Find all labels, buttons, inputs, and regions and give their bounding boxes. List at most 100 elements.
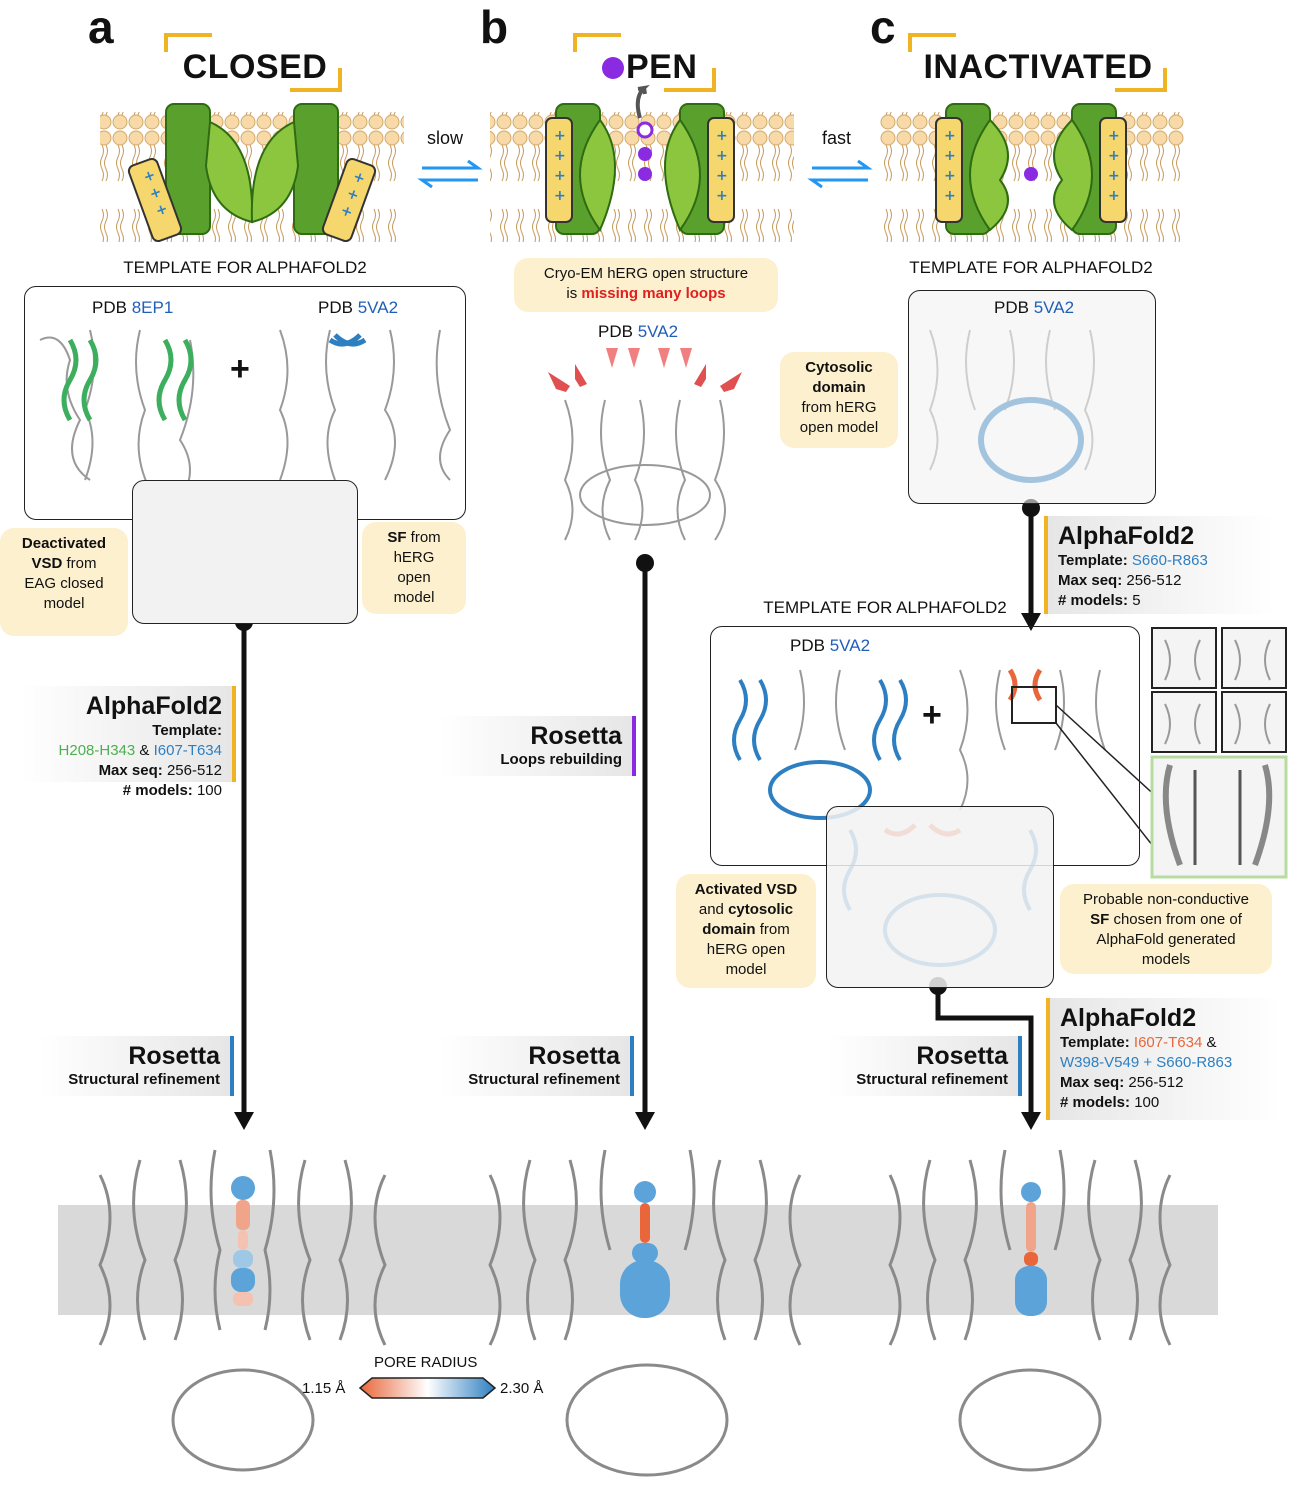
svg-text:+: + bbox=[154, 201, 170, 220]
template-heading-c2: TEMPLATE FOR ALPHAFOLD2 bbox=[763, 598, 1007, 617]
channel-inactivated: ++++ ++++ bbox=[935, 103, 1127, 235]
model-tiles bbox=[1151, 627, 1287, 753]
note-text: from bbox=[406, 529, 441, 546]
template-label: Template: bbox=[1058, 552, 1128, 569]
note-text: models bbox=[1141, 951, 1191, 968]
pore-closed bbox=[231, 1176, 255, 1306]
combined-template-a bbox=[132, 480, 358, 624]
svg-text:+: + bbox=[147, 184, 163, 203]
svg-text:+: + bbox=[716, 128, 728, 144]
panel-letter-a: a bbox=[88, 1, 114, 53]
bracket-open bbox=[573, 33, 716, 92]
svg-text:+: + bbox=[944, 188, 956, 204]
step-title: Rosetta bbox=[916, 1042, 1008, 1070]
svg-text:+: + bbox=[554, 188, 566, 204]
note-text: hERG open bbox=[706, 941, 786, 958]
panel-letter-c: c bbox=[870, 1, 896, 53]
maxseq-value: 256-512 bbox=[1128, 1074, 1184, 1091]
svg-text:+: + bbox=[554, 128, 566, 144]
pdb-id-5va2: 5VA2 bbox=[637, 322, 679, 341]
pore-open bbox=[620, 1181, 670, 1318]
missing-loop-arrows bbox=[548, 348, 742, 392]
note-missing-loops: Cryo-EM hERG open structure is missing m… bbox=[514, 258, 778, 312]
step-subtitle: Structural refinement bbox=[68, 1071, 220, 1088]
note-text: Probable non-conductive bbox=[1083, 891, 1249, 908]
models-label: # models: bbox=[1058, 592, 1129, 609]
maxseq-label: Max seq: bbox=[1060, 1074, 1125, 1091]
note-text: open bbox=[397, 569, 431, 586]
svg-text:+: + bbox=[1108, 188, 1120, 204]
sf-blue-a bbox=[198, 333, 367, 507]
transition-label-slow: slow bbox=[427, 128, 464, 148]
note-text: cytosolic bbox=[728, 901, 794, 918]
alphafold-step-a: AlphaFold2 Template: H208-H343 & I607-T6… bbox=[20, 686, 236, 799]
pdb-label-5va2-a: PDB 5VA2 bbox=[318, 298, 398, 318]
note-text: domain bbox=[812, 379, 866, 396]
rosetta-step-a: Rosetta Structural refinement bbox=[40, 1036, 234, 1096]
note-text: Cytosolic bbox=[805, 359, 873, 376]
pore-inactivated bbox=[1015, 1182, 1047, 1316]
svg-text:+: + bbox=[554, 148, 566, 164]
note-text: model bbox=[393, 589, 435, 606]
pdb-label-5va2-c: PDB 5VA2 bbox=[994, 298, 1074, 318]
template-range-blue: I607-T634 bbox=[153, 742, 222, 759]
step-title: Rosetta bbox=[528, 1042, 620, 1070]
alphafold-step-c1: AlphaFold2 Template: S660-R863 Max seq: … bbox=[1044, 516, 1274, 614]
models-value: 100 bbox=[196, 782, 222, 799]
note-text: open model bbox=[799, 419, 879, 436]
models-value: 100 bbox=[1134, 1094, 1160, 1111]
svg-text:+: + bbox=[716, 168, 728, 184]
arrows-fast bbox=[807, 159, 873, 189]
svg-text:+: + bbox=[141, 167, 157, 186]
pore-legend-bar bbox=[358, 1377, 497, 1399]
plus-sign-c: + bbox=[922, 696, 942, 734]
svg-text:+: + bbox=[1108, 128, 1120, 144]
template-label: Template: bbox=[152, 722, 222, 739]
step-title: Rosetta bbox=[128, 1042, 220, 1070]
note-text: from bbox=[755, 921, 790, 938]
note-deactivated-vsd: Deactivated VSD from EAG closed model bbox=[0, 528, 128, 636]
pdb-id-5va2: 5VA2 bbox=[1033, 298, 1075, 317]
arrows-slow bbox=[417, 159, 483, 189]
models-label: # models: bbox=[122, 782, 193, 799]
maxseq-label: Max seq: bbox=[98, 762, 163, 779]
models-label: # models: bbox=[1060, 1094, 1131, 1111]
note-text: domain bbox=[702, 921, 756, 938]
svg-text:+: + bbox=[944, 168, 956, 184]
bracket-inactivated bbox=[908, 33, 1167, 92]
channel-open: ++++ ++++ bbox=[545, 57, 735, 235]
note-text: model bbox=[725, 961, 767, 978]
alphafold-step-c2: AlphaFold2 Template: I607-T634 & W398-V5… bbox=[1046, 998, 1282, 1120]
note-text: from bbox=[62, 555, 97, 572]
flow-lines bbox=[241, 508, 1034, 1115]
flow-arrowheads bbox=[234, 613, 1041, 1130]
template-label: Template: bbox=[1060, 1034, 1130, 1051]
pdb-label-5va2-b: PDB 5VA2 bbox=[598, 322, 678, 342]
pdb-prefix: PDB bbox=[598, 322, 633, 341]
state-title-closed: CLOSED bbox=[182, 48, 328, 86]
step-subtitle: Structural refinement bbox=[468, 1071, 620, 1088]
template-heading-a: TEMPLATE FOR ALPHAFOLD2 bbox=[123, 258, 367, 277]
note-text: SF bbox=[387, 529, 407, 546]
pdb-id-5va2: 5VA2 bbox=[829, 636, 871, 655]
rosetta-step-c: Rosetta Structural refinement bbox=[828, 1036, 1022, 1096]
note-text: Cryo-EM hERG open structure bbox=[543, 265, 749, 282]
note-text: hERG bbox=[393, 549, 435, 566]
note-text: Activated VSD bbox=[694, 881, 798, 898]
note-text: AlphaFold generated bbox=[1096, 931, 1236, 948]
svg-text:+: + bbox=[1108, 168, 1120, 184]
structure-b bbox=[563, 399, 726, 541]
note-text: SF bbox=[1090, 911, 1110, 928]
template-range-blue: S660-R863 bbox=[1131, 552, 1208, 569]
plus-sign-a: + bbox=[230, 350, 250, 388]
state-title-inactivated: INACTIVATED bbox=[923, 48, 1153, 86]
note-text: Deactivated bbox=[21, 535, 107, 552]
pdb-label-8ep1: PDB 8EP1 bbox=[92, 298, 173, 318]
note-probable-sf: Probable non-conductive SF chosen from o… bbox=[1060, 884, 1272, 974]
svg-text:+: + bbox=[944, 148, 956, 164]
note-sf-from-herg: SF from hERG open model bbox=[362, 522, 466, 614]
bracket-closed bbox=[164, 33, 342, 92]
rosetta-loops-step: Rosetta Loops rebuilding bbox=[440, 716, 636, 776]
pdb-prefix: PDB bbox=[92, 298, 127, 317]
amp: & bbox=[1206, 1034, 1217, 1051]
